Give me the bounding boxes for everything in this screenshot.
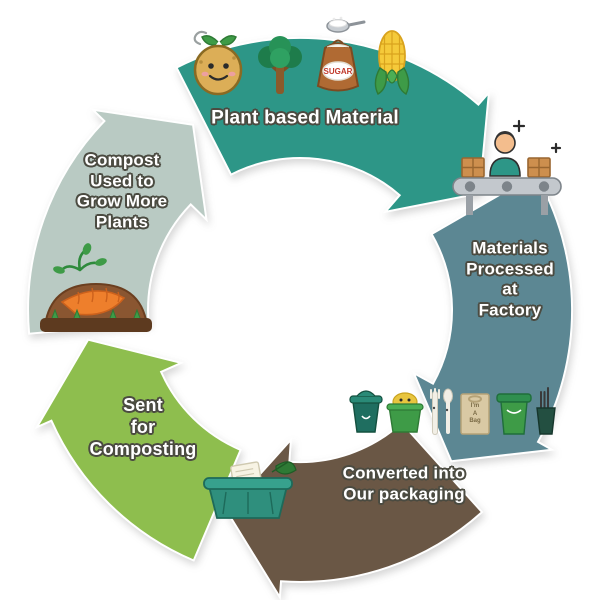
ground-icon — [40, 318, 152, 332]
sprout-icon — [53, 243, 107, 274]
corn-icon — [374, 30, 410, 95]
segment-label-converted-packaging: Converted into Our packaging — [342, 463, 466, 503]
carrot-icon — [60, 290, 126, 316]
sugar-label: SUGAR — [324, 67, 353, 76]
packaging-icons — [349, 387, 556, 435]
steam-icon — [193, 30, 208, 46]
segment-arrow-sent-for-composting — [34, 338, 242, 562]
cutlery-icon — [430, 388, 453, 435]
segment-label-sent-for-composting: Sent for Composting — [89, 395, 197, 459]
segment-label-materials-processed: Materials Processed at Factory — [466, 238, 554, 320]
compost-bin-icon — [203, 461, 297, 519]
carrot-compost-icon — [40, 243, 152, 332]
bag-label: I'm A Bag — [469, 402, 481, 424]
green-bin-icon — [496, 393, 532, 435]
cup-icon — [349, 390, 383, 433]
sparkle-icon — [512, 119, 562, 154]
utensil-cup-icon — [536, 387, 556, 435]
sugar-bag-icon: SUGAR — [316, 16, 366, 92]
grass-icon — [51, 308, 141, 319]
spoon-icon — [347, 20, 366, 27]
segment-arrow-materials-processed — [411, 172, 574, 463]
segment-label-compost-grow-plants: Compost Used to Grow More Plants — [76, 150, 168, 232]
takeout-box-icon — [386, 392, 424, 433]
segment-label-plant-based-material: Plant based Material — [211, 107, 399, 129]
factory-conveyor-icon — [452, 119, 562, 215]
leaf-icon — [275, 461, 297, 475]
potato-icon — [193, 30, 243, 96]
tree-icon — [258, 36, 302, 94]
segment-arrow-compost-grow-plants — [27, 108, 208, 335]
paper-bag-icon — [460, 393, 490, 435]
